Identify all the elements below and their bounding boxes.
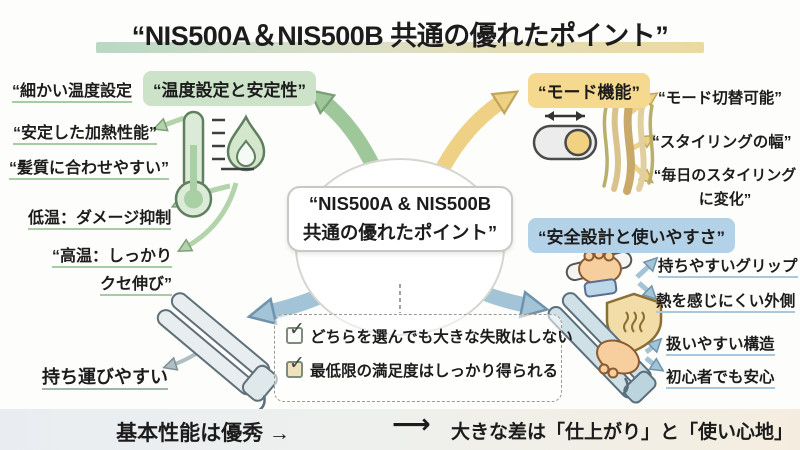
mode-item-daily: “毎日のスタイリング に変化” xyxy=(653,167,797,208)
footer-left-text: 基本性能は優秀 → xyxy=(116,422,290,445)
arrow-high-temp xyxy=(186,182,239,247)
footer-long-arrow: ⟶ xyxy=(392,409,431,439)
checkbox-checked-icon: ✓ xyxy=(286,320,305,344)
mode-section-header: “モード機能” xyxy=(528,73,650,108)
temp-item-low: 低温：ダメージ抑制 xyxy=(28,204,172,230)
safety-item-structure: 扱いやすい構造 xyxy=(666,332,775,356)
checklist-item-label: 最低限の満足度はしっかり得られる xyxy=(310,363,559,380)
safety-item-heat: 熱を感じにくい外側 xyxy=(656,289,796,313)
straightener-in-hand-icon xyxy=(547,292,657,404)
footer-right-text: 大きな差は「仕上がり」と「使い心地」 xyxy=(451,422,794,443)
temp-item-carry: 持ち運びやすい xyxy=(42,363,168,390)
checklist-row-1: ✓ どちらを選んでも大きな失敗はしない xyxy=(286,320,573,347)
center-summary-label: “NIS500A & NIS500B 共通の優れたポイント” xyxy=(287,186,513,252)
arrow-structure xyxy=(644,345,655,355)
safety-item-grip: 持ちやすいグリップ xyxy=(658,254,798,278)
toggle-switch-icon xyxy=(532,111,598,161)
title-highlight-bar xyxy=(96,42,704,53)
checkbox-checked-icon: ✓ xyxy=(286,354,305,378)
checklist-item-label: どちらを選んでも大きな失敗はしない xyxy=(310,329,573,346)
checklist-row-2: ✓ 最低限の満足度はしっかり得られる xyxy=(286,354,559,381)
temp-item-hair: “髪質に合わせやすい” xyxy=(9,154,170,180)
thermometer-icon xyxy=(174,110,225,218)
arrow-outer-heat xyxy=(637,281,650,293)
temperature-section-header: “温度設定と安定性” xyxy=(143,71,316,106)
hand-grip-icon xyxy=(565,248,633,298)
mode-item-range: “スタイリングの幅” xyxy=(652,134,792,151)
arrow-grip xyxy=(635,264,651,279)
hair-strands-icon xyxy=(602,96,655,195)
temp-item-high: “高温：しっかり クセ伸び” xyxy=(38,243,172,299)
flame-icon xyxy=(221,114,266,172)
footer-bar xyxy=(0,409,800,450)
arrow-stable-heat xyxy=(162,115,185,126)
safety-item-beginner: 初心者でも安心 xyxy=(666,365,775,389)
checklist-box xyxy=(274,314,562,402)
mode-item-switch: “モード切替可能” xyxy=(658,90,783,107)
page-title: “NIS500A＆NIS500B 共通の優れたポイント” xyxy=(131,21,669,51)
temp-item-fine: “細かい温度設定 xyxy=(12,77,133,103)
safety-section-header: “安全設計と使いやすさ” xyxy=(528,218,735,253)
straightener-icon xyxy=(156,292,278,413)
temp-item-stable: “安定した加熱性能” xyxy=(13,119,158,145)
arrow-beginner xyxy=(644,356,656,366)
